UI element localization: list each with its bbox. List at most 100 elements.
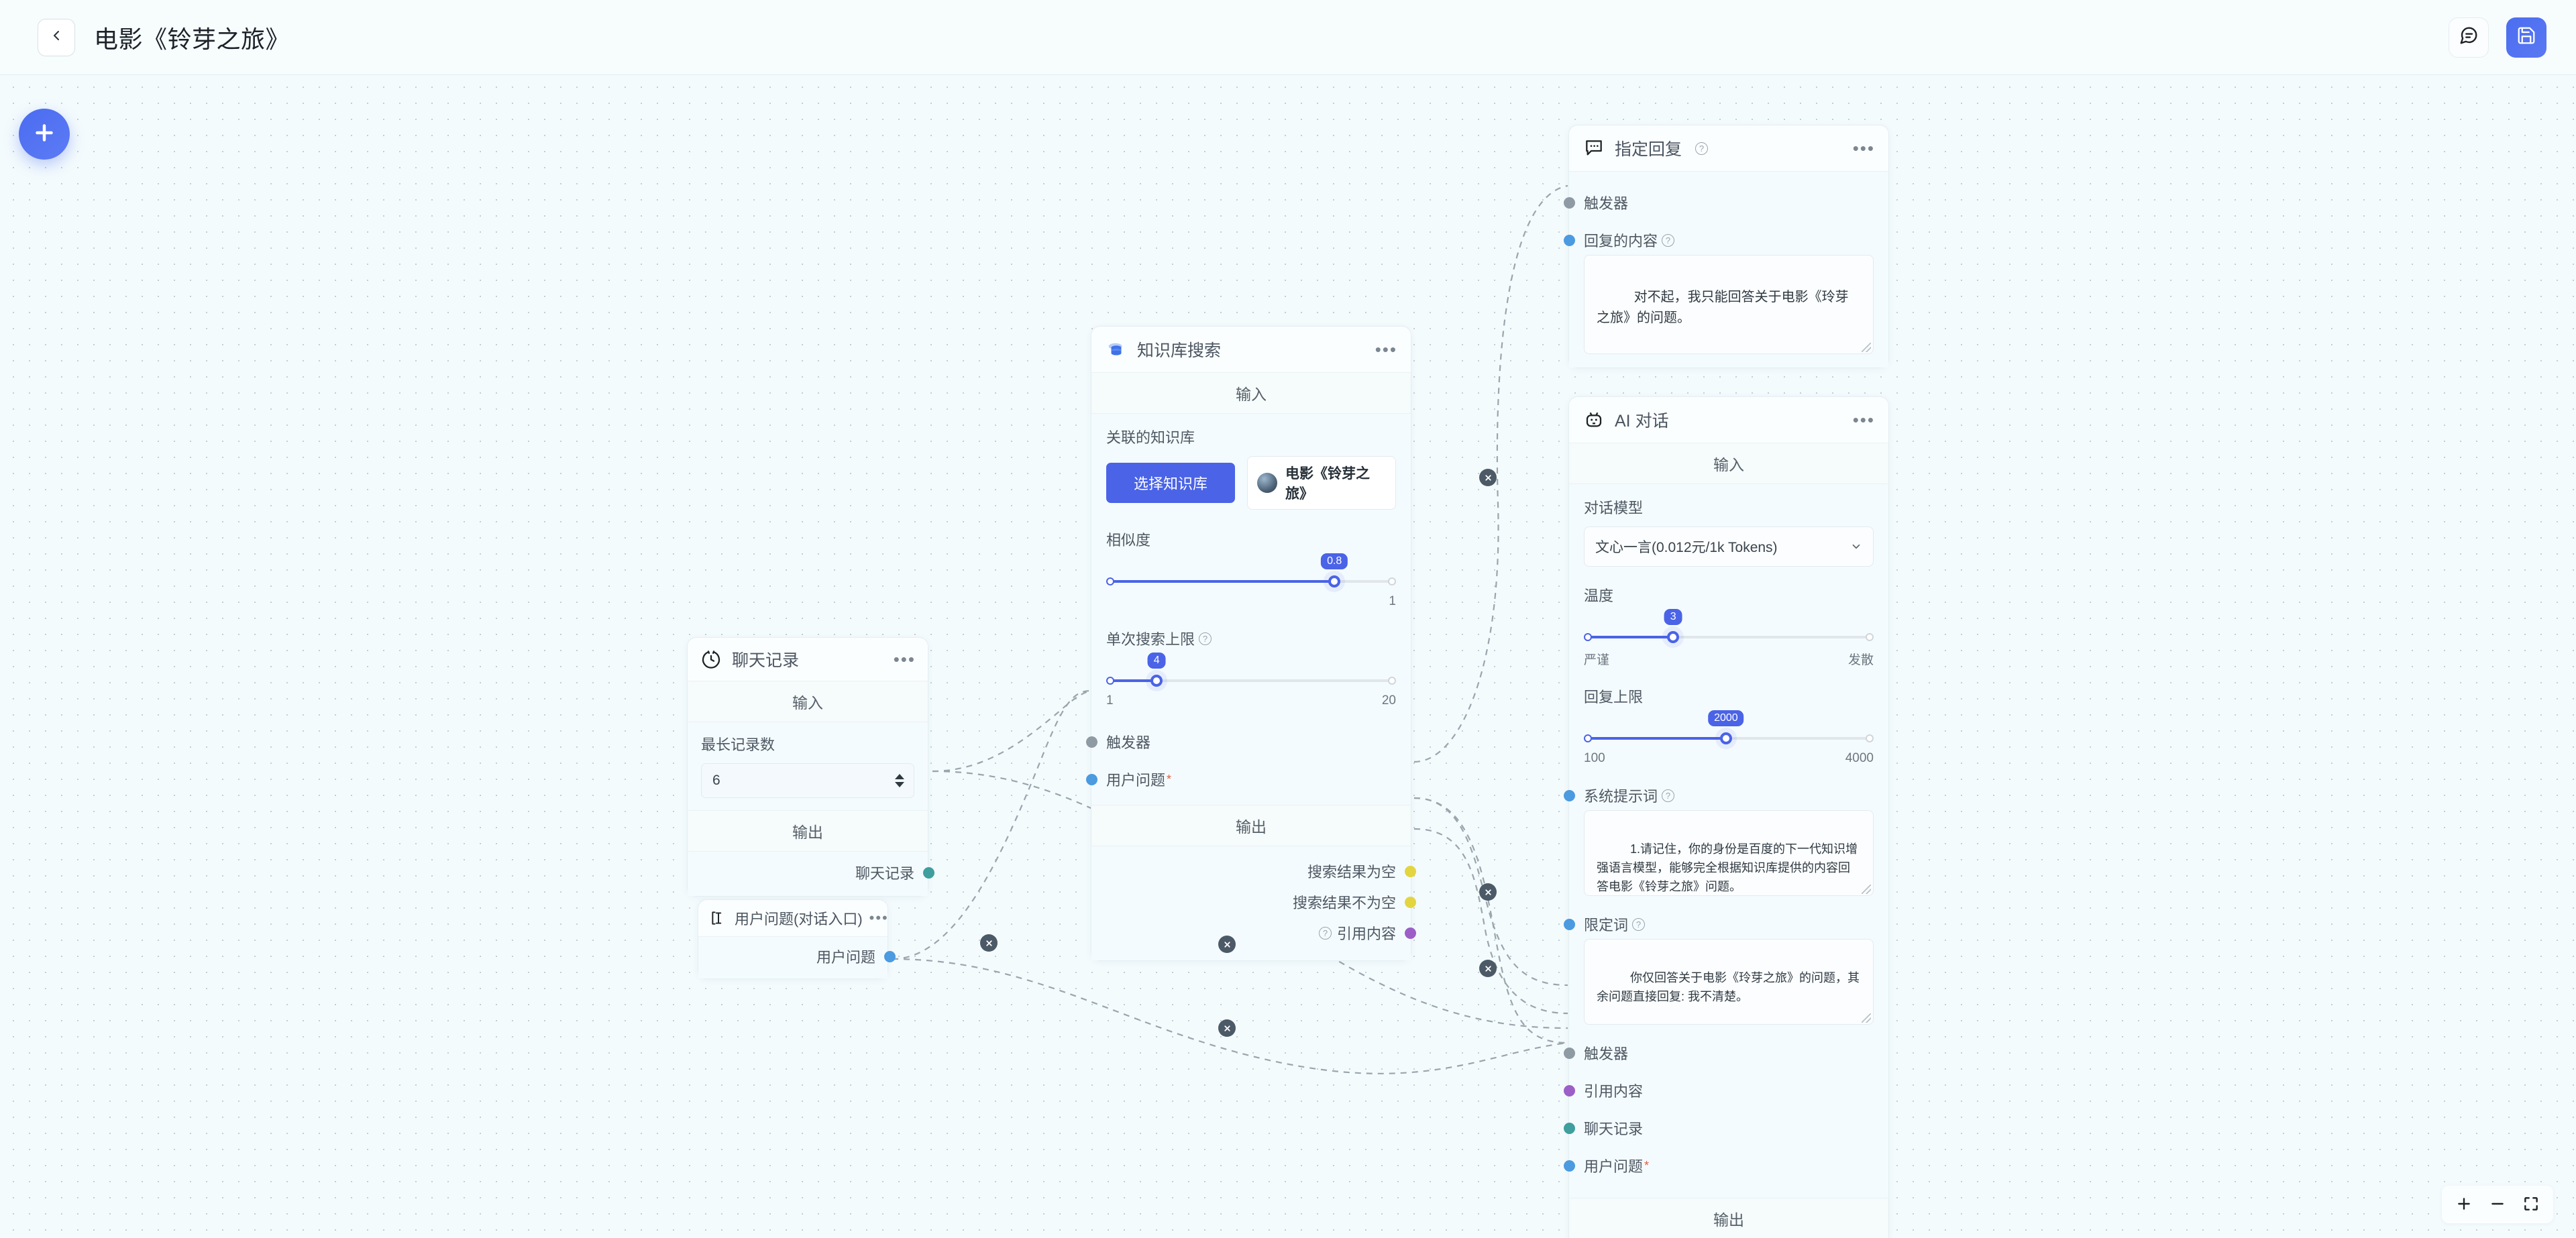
port-dot[interactable] <box>1405 865 1416 877</box>
zoom-out-button[interactable] <box>2481 1188 2514 1221</box>
port-user-question[interactable]: 用户问题* <box>1564 1147 1874 1184</box>
edge-delete-button[interactable] <box>1218 1019 1236 1037</box>
port-dot[interactable] <box>923 866 934 879</box>
port-dot[interactable] <box>1564 1084 1575 1096</box>
limit-slider[interactable]: 4 <box>1106 653 1396 688</box>
stepper-down-icon[interactable] <box>895 782 904 787</box>
model-select[interactable]: 文心一言(0.012元/1k Tokens) <box>1584 526 1874 567</box>
node-menu-button[interactable]: ••• <box>893 649 916 669</box>
back-button[interactable] <box>38 18 75 56</box>
node-menu-button[interactable]: ••• <box>1375 339 1397 359</box>
port-dot[interactable] <box>884 950 896 962</box>
help-icon[interactable]: ? <box>1695 142 1709 155</box>
node-kb-search[interactable]: 知识库搜索 ••• 输入 关联的知识库 选择知识库 电影《铃芽之旅》 相似度 <box>1086 326 1416 961</box>
maxreply-slider[interactable]: 2000 <box>1584 710 1874 746</box>
port-user-question-out[interactable]: 用户问题 <box>710 944 896 969</box>
temperature-slider[interactable]: 3 <box>1584 609 1874 644</box>
port-label: 引用内容 <box>1584 1083 1644 1100</box>
help-icon[interactable]: ? <box>1662 233 1675 247</box>
port-dot[interactable] <box>1564 1047 1575 1059</box>
node-menu-button[interactable]: ••• <box>869 909 889 926</box>
port-user-question[interactable]: 用户问题* <box>1086 761 1396 791</box>
port-search-empty[interactable]: 搜索结果为空 <box>1106 856 1416 887</box>
zoom-in-button[interactable] <box>2447 1188 2481 1221</box>
save-button[interactable] <box>2506 17 2546 58</box>
node-menu-button[interactable]: ••• <box>1852 410 1875 430</box>
port-dot[interactable] <box>1405 927 1416 939</box>
kb-chip[interactable]: 电影《铃芽之旅》 <box>1247 456 1396 510</box>
port-dot[interactable] <box>1564 1122 1575 1134</box>
max-records-value: 6 <box>712 773 720 788</box>
port-qualifier[interactable]: 限定词 ? <box>1564 905 1874 939</box>
stepper-arrows[interactable] <box>895 774 904 787</box>
system-prompt-textarea[interactable]: 1.请记住，你的身份是百度的下一代知识增强语言模型，能够完全根据知识库提供的内容… <box>1584 810 1874 896</box>
port-quote-content[interactable]: 引用内容 <box>1564 1072 1874 1109</box>
chevron-down-icon <box>1850 541 1862 553</box>
port-dot[interactable] <box>1564 1160 1575 1172</box>
help-icon[interactable]: ? <box>1632 917 1646 931</box>
flow-canvas[interactable]: 指定回复 ? ••• 触发器 回复的内容 ? 对不起，我只能回答关于电影《玲芽之… <box>0 75 2576 1238</box>
comment-button[interactable] <box>2449 17 2489 58</box>
node-header[interactable]: 用户问题(对话入口) ••• <box>698 900 888 937</box>
system-prompt-value: 1.请记住，你的身份是百度的下一代知识增强语言模型，能够完全根据知识库提供的内容… <box>1597 842 1858 893</box>
max-records-stepper[interactable]: 6 <box>701 763 914 798</box>
resize-grip[interactable] <box>1862 1013 1871 1023</box>
port-label: 回复的内容 <box>1584 233 1658 249</box>
slider-fill <box>1112 580 1335 583</box>
reply-content-textarea[interactable]: 对不起，我只能回答关于电影《玲芽之旅》的问题。 <box>1584 255 1874 354</box>
qualifier-textarea[interactable]: 你仅回答关于电影《玲芽之旅》的问题，其余问题直接回复: 我不清楚。 <box>1584 939 1874 1025</box>
port-trigger[interactable]: 触发器 <box>1564 1034 1874 1072</box>
port-label: 聊天记录 <box>1584 1121 1644 1137</box>
port-dot[interactable] <box>1564 196 1575 209</box>
port-dot[interactable] <box>1564 234 1575 246</box>
similarity-slider[interactable]: 0.8 <box>1106 553 1396 589</box>
node-header[interactable]: AI 对话 ••• <box>1569 397 1888 443</box>
header-actions <box>2449 17 2546 58</box>
port-quote-content[interactable]: ? 引用内容 <box>1106 917 1416 948</box>
help-icon[interactable]: ? <box>1318 926 1332 940</box>
edge-kb-empty-to-assigned-trigger <box>1413 184 1568 763</box>
edge-delete-button[interactable] <box>1479 960 1497 977</box>
stepper-up-icon[interactable] <box>895 774 904 779</box>
slider-thumb[interactable] <box>1328 575 1341 587</box>
resize-grip[interactable] <box>1862 343 1871 352</box>
node-menu-button[interactable]: ••• <box>1852 138 1875 158</box>
node-assigned-reply[interactable]: 指定回复 ? ••• 触发器 回复的内容 ? 对不起，我只能回答关于电影《玲芽之… <box>1564 125 1889 368</box>
port-trigger[interactable]: 触发器 <box>1564 184 1874 221</box>
port-chat-history[interactable]: 聊天记录 <box>1564 1109 1874 1147</box>
node-header[interactable]: 聊天记录 ••• <box>688 638 928 681</box>
node-header[interactable]: 知识库搜索 ••• <box>1091 327 1411 373</box>
port-label: 用户问题 <box>816 949 875 966</box>
port-dot[interactable] <box>1405 896 1416 908</box>
temperature-label: 温度 <box>1584 587 1614 604</box>
port-dot[interactable] <box>1564 918 1575 930</box>
port-system-prompt[interactable]: 系统提示词 ? <box>1564 777 1874 810</box>
help-icon[interactable]: ? <box>1662 789 1675 802</box>
slider-thumb[interactable] <box>1667 631 1680 643</box>
edge-delete-button[interactable] <box>1479 469 1497 486</box>
select-kb-button[interactable]: 选择知识库 <box>1106 463 1235 503</box>
node-chat-history[interactable]: 聊天记录 ••• 输入 最长记录数 6 输出 聊天记录 <box>687 637 934 897</box>
port-reply-content[interactable]: 回复的内容 ? <box>1564 221 1874 255</box>
port-trigger[interactable]: 触发器 <box>1086 723 1396 761</box>
help-icon[interactable]: ? <box>1199 632 1212 645</box>
port-dot[interactable] <box>1564 789 1575 801</box>
edge-delete-button[interactable] <box>1218 936 1236 953</box>
slider-thumb[interactable] <box>1150 675 1163 687</box>
port-chat-history-out[interactable]: 聊天记录 <box>701 860 934 885</box>
node-title: 用户问题(对话入口) <box>735 911 863 927</box>
port-dot[interactable] <box>1086 773 1097 785</box>
add-node-button[interactable] <box>19 109 70 160</box>
node-user-question[interactable]: 用户问题(对话入口) ••• 用户问题 <box>698 899 896 979</box>
resize-grip[interactable] <box>1862 885 1871 894</box>
edge-delete-button[interactable] <box>1479 883 1497 901</box>
node-header[interactable]: 指定回复 ? ••• <box>1569 125 1888 172</box>
edge-delete-button[interactable] <box>980 934 998 952</box>
zoom-controls <box>2442 1186 2553 1223</box>
fit-view-button[interactable] <box>2514 1188 2548 1221</box>
node-ai-chat[interactable]: AI 对话 ••• 输入 对话模型 文心一言(0.012元/1k Tokens)… <box>1564 396 1889 1238</box>
port-dot[interactable] <box>1086 736 1097 748</box>
kb-avatar-icon <box>1257 473 1277 493</box>
slider-thumb[interactable] <box>1719 732 1732 744</box>
port-search-nonempty[interactable]: 搜索结果不为空 <box>1106 887 1416 917</box>
